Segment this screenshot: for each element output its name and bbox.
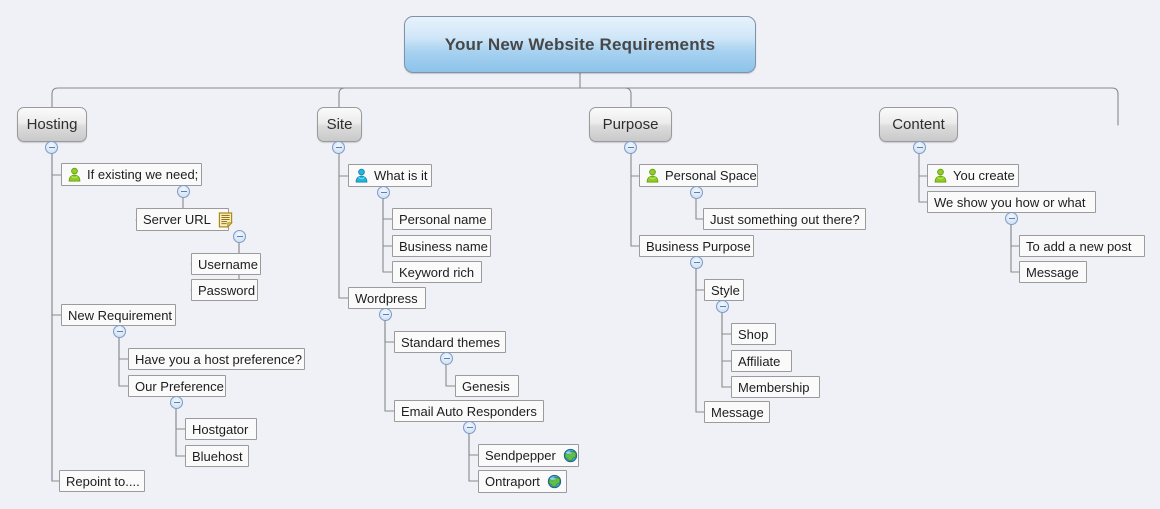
node-label: Business Purpose xyxy=(646,238,751,254)
node-hosting[interactable]: Hosting xyxy=(17,107,87,142)
node-c-youcreate[interactable]: You create xyxy=(927,164,1019,187)
node-p-membership[interactable]: Membership xyxy=(731,376,820,398)
node-label: Hostgator xyxy=(192,421,249,437)
connector-path xyxy=(51,87,1119,126)
toggle-wordpress-collapse-icon[interactable] xyxy=(379,308,392,321)
node-label: Content xyxy=(892,116,945,133)
node-h-ourpref[interactable]: Our Preference xyxy=(128,375,226,397)
node-s-stdthemes[interactable]: Standard themes xyxy=(394,331,506,353)
toggle-new-requirement-collapse-icon[interactable] xyxy=(113,325,126,338)
toggle-personal-space-collapse-icon[interactable] xyxy=(690,186,703,199)
node-h-username[interactable]: Username xyxy=(191,253,261,275)
node-s-ontraport[interactable]: Ontraport xyxy=(478,470,567,493)
node-label: We show you how or what xyxy=(934,194,1086,210)
node-site[interactable]: Site xyxy=(317,107,362,142)
globe-hyperlink-icon[interactable] xyxy=(547,474,562,489)
node-h-bluehost[interactable]: Bluehost xyxy=(185,445,249,467)
toggle-we-show-you-collapse-icon[interactable] xyxy=(1005,212,1018,225)
toggle-server-url-collapse-icon[interactable] xyxy=(233,230,246,243)
node-label: Message xyxy=(711,404,764,420)
node-label: Sendpepper xyxy=(485,448,556,463)
person-green-icon xyxy=(933,168,948,183)
node-label: Genesis xyxy=(462,378,510,394)
node-label: Username xyxy=(198,256,258,272)
node-label: Keyword rich xyxy=(399,264,475,280)
note-icon[interactable] xyxy=(218,211,233,228)
node-h-newreq[interactable]: New Requirement xyxy=(61,304,176,326)
person-green-icon xyxy=(645,168,660,183)
toggle-content-collapse-icon[interactable] xyxy=(913,141,926,154)
node-p-personalspace[interactable]: Personal Space xyxy=(639,164,758,187)
node-label: Repoint to.... xyxy=(66,473,140,489)
node-label: Personal name xyxy=(399,211,487,227)
node-s-emailauto[interactable]: Email Auto Responders xyxy=(394,400,544,422)
toggle-email-auto-collapse-icon[interactable] xyxy=(463,421,476,434)
node-label: Email Auto Responders xyxy=(401,403,537,419)
node-s-sendpepper[interactable]: Sendpepper xyxy=(478,444,579,467)
node-label: Shop xyxy=(738,326,769,342)
node-label: Standard themes xyxy=(401,334,501,350)
toggle-business-purpose-collapse-icon[interactable] xyxy=(690,256,703,269)
node-label: Membership xyxy=(738,379,810,395)
node-label: Password xyxy=(198,282,256,298)
node-p-message[interactable]: Message xyxy=(704,401,770,423)
node-purpose[interactable]: Purpose xyxy=(589,107,672,142)
node-label: Server URL xyxy=(143,212,211,227)
node-h-existing[interactable]: If existing we need; xyxy=(61,163,202,186)
node-s-genesis[interactable]: Genesis xyxy=(455,375,519,397)
node-label: Purpose xyxy=(602,116,659,133)
node-s-wordpress[interactable]: Wordpress xyxy=(348,287,426,309)
node-p-shop[interactable]: Shop xyxy=(731,323,776,345)
node-p-justsomething[interactable]: Just something out there? xyxy=(703,208,866,230)
person-blue-icon xyxy=(354,168,369,183)
toggle-our-preference-collapse-icon[interactable] xyxy=(170,396,183,409)
node-label: Just something out there? xyxy=(710,211,860,227)
node-h-serverurl[interactable]: Server URL xyxy=(136,208,233,231)
node-p-businesspurpose[interactable]: Business Purpose xyxy=(639,235,754,257)
node-label: You create xyxy=(953,168,1015,183)
node-label: New Requirement xyxy=(68,307,173,323)
node-root[interactable]: Your New Website Requirements xyxy=(404,16,756,73)
node-label: Your New Website Requirements xyxy=(444,34,716,54)
node-label: Bluehost xyxy=(192,448,243,464)
node-label: If existing we need; xyxy=(87,167,199,182)
toggle-hosting-collapse-icon[interactable] xyxy=(45,141,58,154)
node-label: To add a new post xyxy=(1026,238,1132,254)
node-h-repoint[interactable]: Repoint to.... xyxy=(59,470,145,492)
node-label: Business name xyxy=(399,238,488,254)
node-h-hostgator[interactable]: Hostgator xyxy=(185,418,257,440)
node-label: Style xyxy=(711,282,740,298)
node-label: Site xyxy=(326,116,353,133)
node-c-weshow[interactable]: We show you how or what xyxy=(927,191,1096,213)
node-label: Wordpress xyxy=(355,290,418,306)
node-label: Ontraport xyxy=(485,474,540,489)
node-label: Have you a host preference? xyxy=(135,351,302,367)
node-h-password[interactable]: Password xyxy=(191,279,258,301)
toggle-what-is-it-collapse-icon[interactable] xyxy=(377,186,390,199)
node-s-keywordrich[interactable]: Keyword rich xyxy=(392,261,482,283)
node-p-affiliate[interactable]: Affiliate xyxy=(731,350,792,372)
toggle-style-collapse-icon[interactable] xyxy=(716,300,729,313)
toggle-if-existing-collapse-icon[interactable] xyxy=(177,185,190,198)
globe-hyperlink-icon[interactable] xyxy=(563,448,578,463)
node-label: What is it xyxy=(374,168,428,183)
node-s-businessname[interactable]: Business name xyxy=(392,235,491,257)
node-s-personalname[interactable]: Personal name xyxy=(392,208,492,230)
node-label: Affiliate xyxy=(738,353,781,369)
person-green-icon xyxy=(67,167,82,182)
toggle-purpose-collapse-icon[interactable] xyxy=(624,141,637,154)
node-label: Personal Space xyxy=(665,168,757,183)
node-h-hostpref[interactable]: Have you a host preference? xyxy=(128,348,305,370)
node-label: Message xyxy=(1026,264,1079,280)
node-c-message[interactable]: Message xyxy=(1019,261,1087,283)
node-c-newpost[interactable]: To add a new post xyxy=(1019,235,1145,257)
node-p-style[interactable]: Style xyxy=(704,279,744,301)
node-s-whatisit[interactable]: What is it xyxy=(348,164,432,187)
toggle-standard-themes-collapse-icon[interactable] xyxy=(440,352,453,365)
node-label: Hosting xyxy=(26,116,78,133)
node-label: Our Preference xyxy=(135,378,224,394)
node-content[interactable]: Content xyxy=(879,107,958,142)
toggle-site-collapse-icon[interactable] xyxy=(332,141,345,154)
